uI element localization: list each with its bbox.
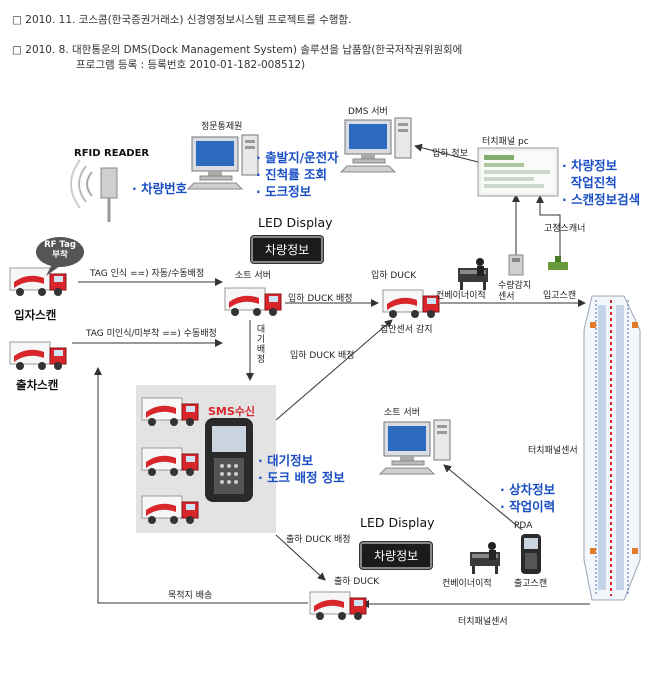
inbound-info-label: 입하 정보 xyxy=(432,149,468,159)
arrow-fixed-scanner xyxy=(536,195,561,262)
pda-info-line-1: · 상차정보 xyxy=(500,482,556,497)
pda-info-line-2: · 작업이력 xyxy=(500,499,556,514)
entry-scan-label: 입자스캔 xyxy=(14,308,57,322)
touch-info-line-1: · 차량정보 xyxy=(562,158,618,173)
gate-info-line-2: · 진척률 조회 xyxy=(256,167,327,182)
rfid-reader-icon xyxy=(70,159,118,222)
sms-handset-icon xyxy=(205,418,253,502)
fixed-scanner-label: 고정스캐너 xyxy=(544,224,586,234)
header-line-2: □ 2010. 8. 대한통운의 DMS(Dock Management Sys… xyxy=(12,44,463,56)
touch-panel-sensor-label: 터치패널센서 xyxy=(528,446,578,456)
inbound-scan-label: 입고스캔 xyxy=(543,291,577,301)
sort-server-2-icon xyxy=(379,419,451,475)
sort-server-2-label: 소트 서버 xyxy=(384,408,420,418)
conveyor-worker-2-icon xyxy=(470,542,500,574)
arrow-outbound-dock-assign xyxy=(275,534,326,581)
rf-tag-label: RF Tag 부착 xyxy=(44,240,76,260)
gate-info-line-3: · 도크정보 xyxy=(256,184,312,199)
gate-staff-label: 정문통제원 xyxy=(201,122,243,132)
sms-receive-label: SMS수신 xyxy=(208,405,256,418)
touch-panel-sensor-2-label: 터치패널센서 xyxy=(458,617,508,627)
vehicle-number-label: · 차량번호 xyxy=(132,181,188,196)
dms-server-label: DMS 서버 xyxy=(348,107,388,117)
led-display-title-1: LED Display xyxy=(258,215,333,230)
header-line-3: 프로그램 등록 : 등록번호 2010-01-182-008512) xyxy=(76,59,306,71)
sms-info-line-1: · 대기정보 xyxy=(258,453,314,468)
inbound-dock-assign-label: 입하 DUCK 배정 xyxy=(288,294,353,304)
sort-server-label: 소트 서버 xyxy=(235,271,271,281)
proximity-sensor-label: 접안센서 감지 xyxy=(380,325,433,335)
arrow-inbound-dock-assign-2 xyxy=(275,319,393,421)
exit-truck-icon xyxy=(9,341,67,371)
pda-icon xyxy=(521,534,541,574)
entry-truck-icon xyxy=(9,267,67,297)
quantity-sensor-label: 수량감지 센서 xyxy=(498,281,532,302)
tag-unrecognized-label: TAG 미인식/미부착 ==) 수동배정 xyxy=(86,329,217,339)
header-line-1: □ 2010. 11. 코스콤(한국증권거래소) 신경영정보시스템 프로젝트를 … xyxy=(12,14,352,26)
touch-info-line-3: · 스캔정보검색 xyxy=(562,192,641,207)
conveyor-move-2-label: 컨베이너이적 xyxy=(442,579,492,589)
conveyor-move-label: 컨베이너이적 xyxy=(436,291,486,301)
destination-delivery-label: 목적지 배송 xyxy=(168,591,213,601)
dock-layout-icon xyxy=(583,295,641,601)
waiting-assign-label: 대기배정 xyxy=(256,325,266,365)
arrow-pda-sort-server xyxy=(443,464,523,531)
touch-panel-pc-icon xyxy=(477,147,559,197)
rfid-reader-label: RFID READER xyxy=(74,148,150,159)
led-vehicle-info-2: 차량정보 xyxy=(360,542,433,569)
outbound-dock-assign-label: 출하 DUCK 배정 xyxy=(286,535,351,545)
arrow-destination-delivery xyxy=(94,367,308,604)
quantity-sensor-icon xyxy=(508,254,524,276)
inbound-dock-label: 입하 DUCK xyxy=(371,271,417,281)
outbound-scan-label: 출고스캔 xyxy=(514,579,548,589)
exit-scan-label: 출차스캔 xyxy=(16,378,59,392)
fixed-scanner-icon xyxy=(548,256,568,270)
dms-server-icon xyxy=(340,117,412,173)
outbound-dock-label: 출하 DUCK xyxy=(334,577,380,587)
gate-staff-pc-icon xyxy=(187,134,259,190)
sort-server-truck-icon xyxy=(224,287,282,317)
touch-panel-pc-label: 터치패널 pc xyxy=(482,137,529,147)
led-display-title-2: LED Display xyxy=(360,515,435,530)
touch-info-line-2: 작업진척 xyxy=(562,175,617,190)
gate-info-line-1: · 출발지/운전자 xyxy=(256,150,339,165)
sms-info-line-2: · 도크 배정 정보 xyxy=(258,470,345,485)
inbound-dock-assign-2-label: 입하 DUCK 배정 xyxy=(290,351,355,361)
led-vehicle-info-1: 차량정보 xyxy=(251,236,324,263)
tag-recognized-label: TAG 인식 ==) 자동/수동배정 xyxy=(90,269,205,279)
conveyor-worker-1-icon xyxy=(458,258,488,290)
outbound-dock-truck-icon xyxy=(309,591,367,621)
pda-label: PDA xyxy=(514,521,533,531)
inbound-dock-truck-icon xyxy=(382,289,440,319)
rf-tag-bubble xyxy=(36,237,84,276)
arrow-inbound-info xyxy=(414,143,479,163)
